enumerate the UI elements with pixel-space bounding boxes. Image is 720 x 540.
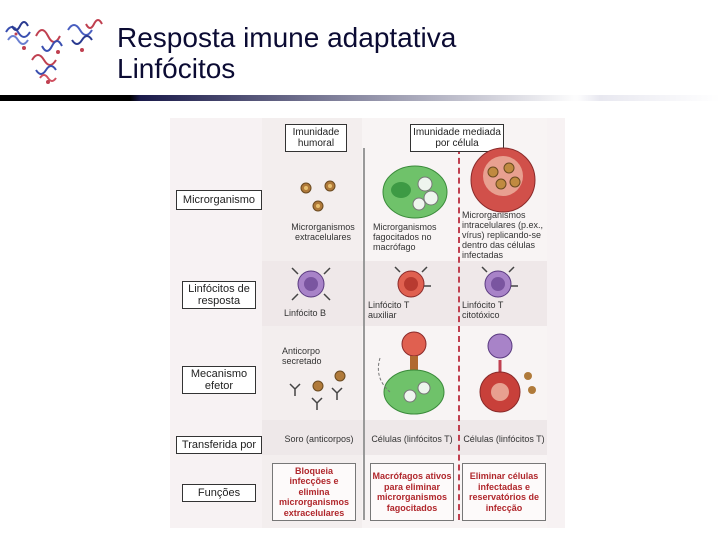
caption-celulas-t2: Células (linfócitos T): [462, 434, 546, 444]
caption-soro: Soro (anticorpos): [278, 434, 360, 444]
row-label-mecanismo: Mecanismo efetor: [182, 366, 256, 394]
header-humoral-label: Imunidade humoral: [286, 127, 346, 149]
row-label-linfocitos: Linfócitos de resposta: [182, 281, 256, 309]
title-underline-fade: [0, 95, 720, 101]
function-box-humoral: Bloqueia infecções e elimina microrganis…: [272, 463, 356, 521]
antibodies-illustration: [282, 364, 352, 414]
caption-anticorpo-text: Anticorpo secretado: [282, 346, 322, 366]
function-box-cytotoxic: Eliminar células infectadas e reservatór…: [462, 463, 546, 521]
caption-linf-t-cit: Linfócito T citotóxico: [462, 300, 522, 320]
helper-t-activating-macrophage-illustration: [370, 328, 456, 418]
protein-structure-logo: [2, 12, 106, 86]
row-label-microrganismo: Microrganismo: [176, 190, 262, 210]
caption-micro-extra: Microrganismos extracelulares: [282, 222, 364, 242]
extracellular-microbes-illustration: [290, 176, 350, 216]
caption-micro-fago: Microrganismos fagocitados no macrófago: [373, 222, 455, 252]
row-label-transferida: Transferida por: [176, 436, 262, 454]
header-humoral: Imunidade humoral: [285, 124, 347, 152]
caption-celulas-t1-text: Células (linfócitos T): [371, 434, 452, 444]
cytotoxic-t-lymphocyte-illustration: [475, 264, 521, 304]
caption-micro-extra-text: Microrganismos extracelulares: [291, 222, 355, 242]
row-label-funcoes-text: Funções: [198, 487, 240, 499]
row-label-microrganismo-text: Microrganismo: [183, 194, 255, 206]
row-label-funcoes: Funções: [182, 484, 256, 502]
caption-celulas-t1: Células (linfócitos T): [370, 434, 454, 444]
caption-soro-text: Soro (anticorpos): [284, 434, 353, 444]
caption-linf-t-aux-text: Linfócito T auxiliar: [368, 300, 409, 320]
caption-linf-b-text: Linfócito B: [284, 308, 326, 318]
immunity-diagram: Imunidade humoral Imunidade mediada por …: [170, 118, 565, 528]
macrophage-phagocytosed-illustration: [375, 160, 455, 222]
caption-anticorpo: Anticorpo secretado: [282, 346, 352, 366]
slide-title-line2: Linfócitos: [117, 53, 456, 84]
caption-micro-intra: Microrganismos intracelulares (p.ex., ví…: [462, 210, 562, 260]
function-cytotoxic-text: Eliminar células infectadas e reservatór…: [463, 471, 545, 513]
helper-t-lymphocyte-illustration: [388, 264, 434, 304]
row-label-mecanismo-text: Mecanismo efetor: [183, 368, 255, 392]
function-box-macrophage: Macrófagos ativos para eliminar microrga…: [370, 463, 454, 521]
function-humoral-text: Bloqueia infecções e elimina microrganis…: [273, 466, 355, 519]
caption-linf-b: Linfócito B: [284, 308, 354, 318]
row-label-transferida-text: Transferida por: [182, 439, 256, 451]
caption-linf-t-aux: Linfócito T auxiliar: [368, 300, 428, 320]
caption-micro-fago-text: Microrganismos fagocitados no macrófago: [373, 222, 437, 252]
column-divider-solid: [363, 148, 365, 520]
caption-micro-intra-text: Microrganismos intracelulares (p.ex., ví…: [462, 210, 543, 260]
slide-title: Resposta imune adaptativa Linfócitos: [117, 22, 456, 84]
cytotoxic-t-killing-infected-cell-illustration: [470, 330, 540, 416]
function-macrophage-text: Macrófagos ativos para eliminar microrga…: [371, 471, 453, 513]
caption-celulas-t2-text: Células (linfócitos T): [463, 434, 544, 444]
column-divider-dashed: [458, 148, 460, 520]
caption-linf-t-cit-text: Linfócito T citotóxico: [462, 300, 503, 320]
infected-cell-illustration: [465, 146, 541, 216]
slide-title-line1: Resposta imune adaptativa: [117, 22, 456, 53]
b-lymphocyte-illustration: [288, 264, 334, 304]
row-label-linfocitos-text: Linfócitos de resposta: [183, 283, 255, 307]
